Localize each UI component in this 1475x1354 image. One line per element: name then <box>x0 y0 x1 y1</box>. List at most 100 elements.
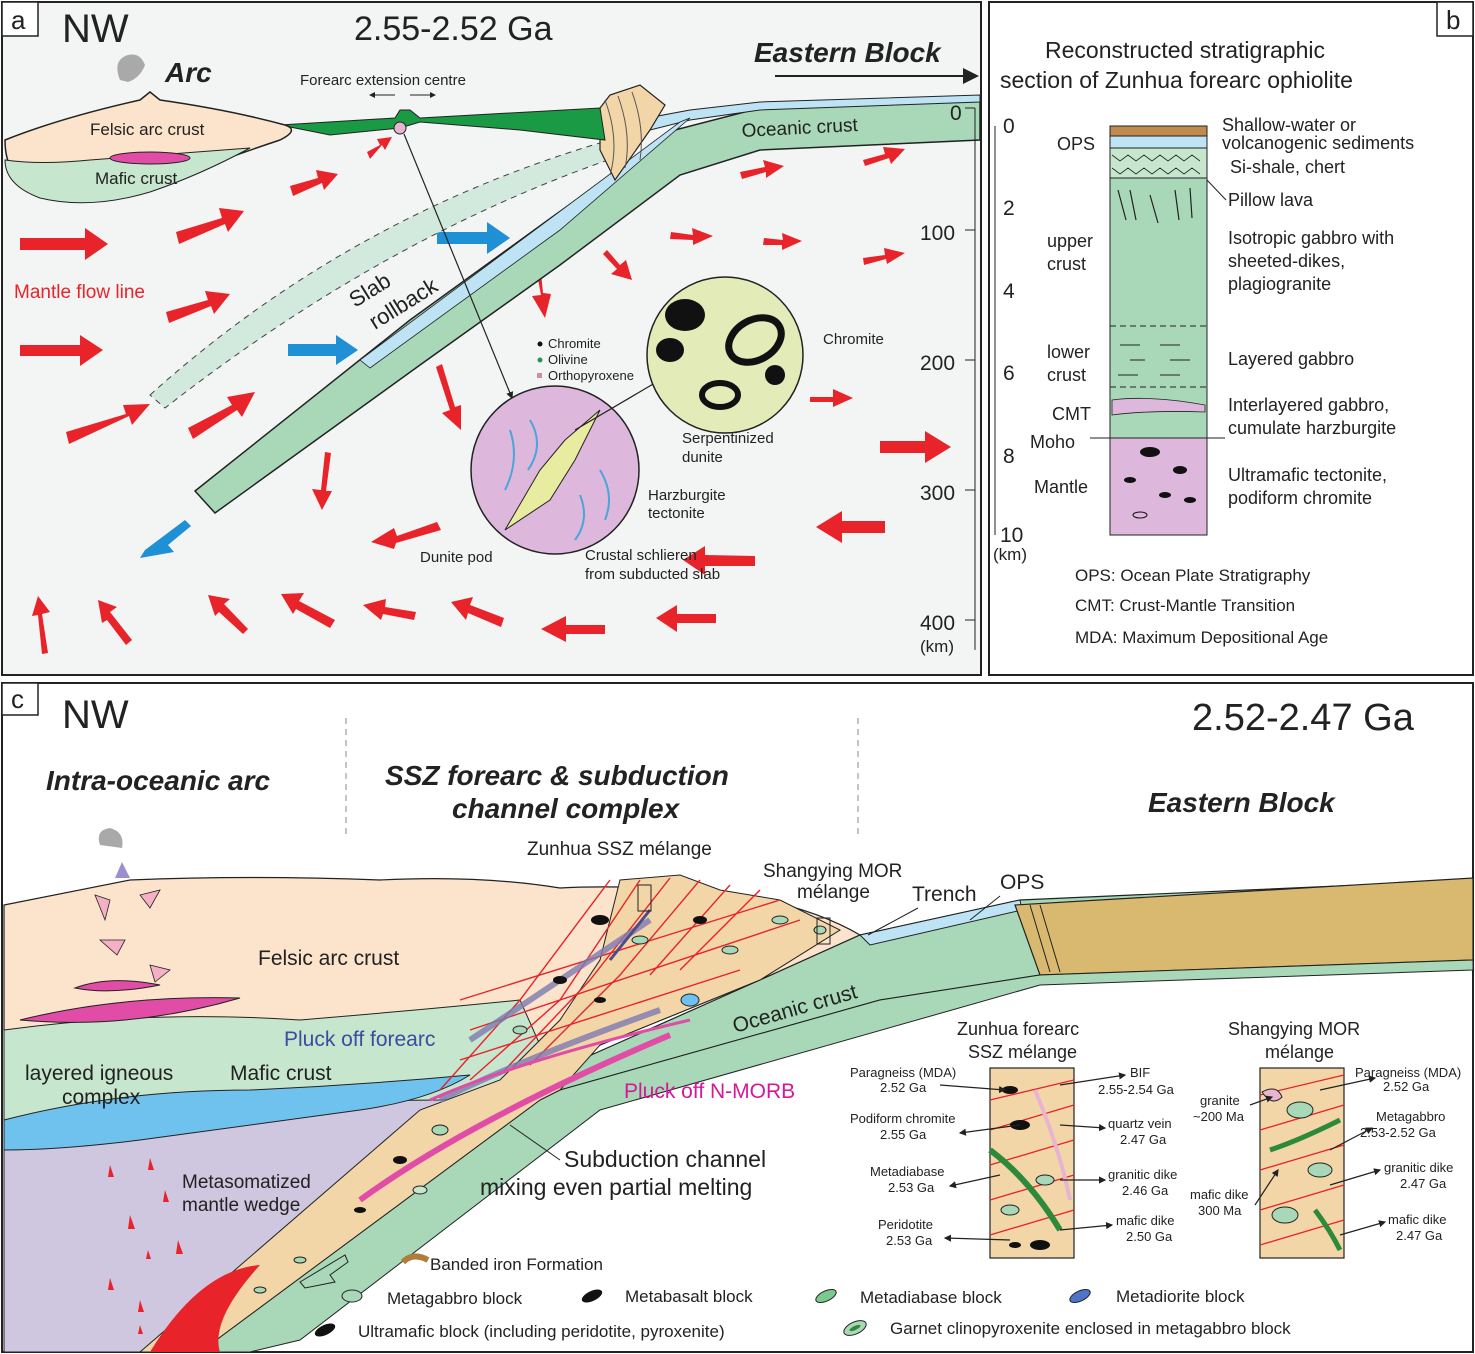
legend-metagabbro: Metagabbro block <box>387 1289 523 1308</box>
b-interlayered-1: Interlayered gabbro, <box>1228 395 1389 415</box>
svg-text:granitic dike: granitic dike <box>1384 1160 1453 1175</box>
svg-text:BIF: BIF <box>1130 1065 1150 1080</box>
svg-text:2.52 Ga: 2.52 Ga <box>880 1080 927 1095</box>
melt-drops <box>108 1158 183 1334</box>
layered-2: complex <box>62 1086 141 1109</box>
metasom-1: Metasomatized <box>182 1172 311 1193</box>
svg-text:4: 4 <box>1003 280 1015 303</box>
svg-text:0: 0 <box>1003 115 1015 138</box>
svg-text:300: 300 <box>920 482 955 505</box>
crustal-2: from subducted slab <box>585 566 720 583</box>
svg-text:2.53 Ga: 2.53 Ga <box>886 1233 933 1248</box>
panel-c-direction: NW <box>62 693 129 737</box>
intra-oceanic-arc: Intra-oceanic arc <box>46 765 271 796</box>
layered-1: layered igneous <box>25 1062 173 1085</box>
b-abbr-ops: OPS: Ocean Plate Stratigraphy <box>1075 566 1311 585</box>
arc-mafic-body <box>4 147 251 204</box>
serpentinized-1: Serpentinized <box>682 430 774 447</box>
trench-label: Trench <box>912 883 977 906</box>
panel-c-eastern-block: Eastern Block <box>1148 787 1336 818</box>
panel-a-mafic-label: Mafic crust <box>95 169 177 188</box>
dunite-inset <box>646 276 804 434</box>
svg-text:400: 400 <box>920 612 955 635</box>
svg-text:Podiform chromite: Podiform chromite <box>850 1111 955 1126</box>
panel-a-direction: NW <box>62 7 129 51</box>
panel-a: a NW 2.55-2.52 Ga Eastern Block <box>1 1 982 676</box>
svg-text:2.47 Ga: 2.47 Ga <box>1396 1228 1443 1243</box>
svg-text:8: 8 <box>1003 445 1015 468</box>
dunite-pod-label: Dunite pod <box>420 549 493 566</box>
orthopyroxene-key: Orthopyroxene <box>548 368 634 383</box>
b-isotropic-3: plagiogranite <box>1228 274 1331 294</box>
upwelling-dot <box>393 121 407 135</box>
arc-label: Arc <box>164 57 212 88</box>
svg-text:Peridotite: Peridotite <box>878 1217 933 1232</box>
panel-b-frame <box>988 1 1474 676</box>
b-ultramafic-1: Ultramafic tectonite, <box>1228 465 1387 485</box>
zunhua-col-2: SSZ mélange <box>968 1042 1077 1062</box>
chromite-key: Chromite <box>548 336 601 351</box>
c-mafic-label: Mafic crust <box>230 1062 332 1085</box>
shangying-1: Shangying MOR <box>763 861 902 882</box>
svg-text:Paragneiss (MDA): Paragneiss (MDA) <box>1355 1065 1461 1080</box>
harzburgite-1: Harzburgite <box>648 487 726 504</box>
panel-c-age: 2.52-2.47 Ga <box>1192 697 1415 739</box>
b-lower-2: crust <box>1047 365 1086 385</box>
pluck-forearc: Pluck off forearc <box>284 1028 435 1051</box>
metasom-2: mantle wedge <box>182 1195 300 1216</box>
mantle-flow-line-label: Mantle flow line <box>14 282 145 303</box>
svg-text:2.53 Ga: 2.53 Ga <box>888 1180 935 1195</box>
channel-1: Subduction channel <box>564 1146 766 1172</box>
legend-garnet: Garnet clinopyroxenite enclosed in metag… <box>890 1319 1291 1338</box>
svg-text:2.50 Ga: 2.50 Ga <box>1126 1229 1173 1244</box>
svg-text:Paragneiss (MDA): Paragneiss (MDA) <box>850 1065 956 1080</box>
b-upper-2: crust <box>1047 254 1086 274</box>
c-ops-label: OPS <box>1000 871 1044 894</box>
b-abbr-cmt: CMT: Crust-Mantle Transition <box>1075 596 1295 615</box>
svg-text:granite: granite <box>1200 1093 1240 1108</box>
olivine-key: Olivine <box>548 352 588 367</box>
forearc-wedge <box>599 84 666 182</box>
svg-text:mafic dike: mafic dike <box>1388 1212 1447 1227</box>
panel-b-depth-axis: 0 2 4 6 8 10 (km) <box>993 115 1027 564</box>
panel-c-letter: c <box>11 684 24 714</box>
svg-text:(km): (km) <box>920 637 954 656</box>
b-upper-1: upper <box>1047 231 1093 251</box>
channel-blocks <box>253 915 827 1294</box>
svg-text:Metadiabase: Metadiabase <box>870 1164 944 1179</box>
serpentinized-2: dunite <box>682 449 723 466</box>
zunhua-col-1: Zunhua forearc <box>957 1019 1079 1039</box>
svg-text:2.47 Ga: 2.47 Ga <box>1120 1132 1167 1147</box>
ssz-1: SSZ forearc & subduction <box>385 760 729 791</box>
shangying-col-2: mélange <box>1265 1042 1334 1062</box>
panel-b-title-1: Reconstructed stratigraphic <box>1045 37 1325 63</box>
panel-b-letter: b <box>1446 5 1460 35</box>
b-shallow-1: Shallow-water or <box>1222 115 1356 135</box>
b-layered: Layered gabbro <box>1228 349 1354 369</box>
zunhua-column <box>988 1067 1075 1259</box>
b-lower-1: lower <box>1047 342 1090 362</box>
b-abbr-mda: MDA: Maximum Depositional Age <box>1075 628 1328 647</box>
svg-text:mafic dike: mafic dike <box>1116 1213 1175 1228</box>
crustal-1: Crustal schlieren <box>585 547 697 564</box>
channel-2: mixing even partial melting <box>480 1174 752 1200</box>
b-pillow: Pillow lava <box>1228 190 1314 210</box>
panel-a-age: 2.55-2.52 Ga <box>354 10 553 48</box>
slab-sink-arrow <box>140 520 191 558</box>
forearc-extension-label: Forearc extension centre <box>300 72 466 89</box>
svg-text:2.55 Ga: 2.55 Ga <box>880 1127 927 1142</box>
svg-text:300 Ma: 300 Ma <box>1198 1203 1242 1218</box>
svg-text:2.55-2.54 Ga: 2.55-2.54 Ga <box>1098 1082 1175 1097</box>
harzburgite-inset <box>470 385 640 555</box>
b-ops: OPS <box>1057 134 1095 154</box>
panel-a-felsic-label: Felsic arc crust <box>90 120 205 139</box>
b-shallow-2: volcanogenic sediments <box>1222 133 1414 153</box>
svg-text:mafic dike: mafic dike <box>1190 1187 1249 1202</box>
pluck-nmorb: Pluck off N-MORB <box>624 1080 795 1103</box>
svg-text:granitic dike: granitic dike <box>1108 1167 1177 1182</box>
slab-downgoing-arrow <box>299 1254 349 1289</box>
red-fault-lines <box>439 877 801 1091</box>
svg-text:Metagabbro: Metagabbro <box>1376 1109 1445 1124</box>
mantle-flow-arrows <box>20 137 951 654</box>
